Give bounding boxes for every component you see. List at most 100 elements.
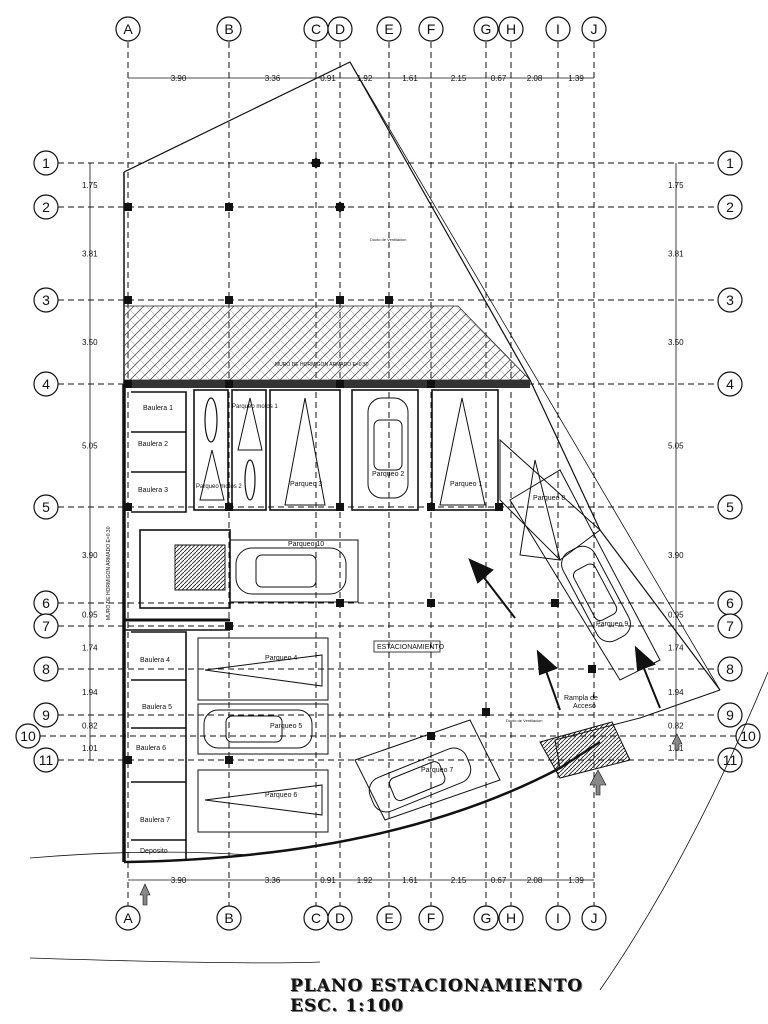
grid-bubble-top-g-text: G bbox=[481, 21, 492, 37]
column-25 bbox=[482, 708, 490, 716]
grid-bubble-right-6-text: 6 bbox=[726, 595, 734, 611]
grid-bubble-left-1: 1 bbox=[33, 150, 59, 176]
parqueo-2-label: Parqueo 2 bbox=[372, 471, 404, 478]
dim-h-bottom-3: 1.92 bbox=[357, 876, 373, 885]
grid-bubble-left-6: 6 bbox=[33, 590, 59, 616]
dim-v-left-9: 1.01 bbox=[82, 744, 98, 753]
baulera-1-label: Baulera 1 bbox=[143, 405, 173, 412]
column-23 bbox=[225, 756, 233, 764]
grid-bubble-right-2-text: 2 bbox=[726, 199, 734, 215]
deposito-label: Deposito bbox=[140, 848, 168, 855]
grid-bubble-bottom-g: G bbox=[473, 905, 499, 931]
dim-h-bottom-1: 3.36 bbox=[265, 876, 281, 885]
dim-h-top-0: 3.90 bbox=[171, 74, 187, 83]
grid-bubble-right-2: 2 bbox=[717, 194, 743, 220]
grid-bubble-bottom-h: H bbox=[498, 905, 524, 931]
grid-bubble-bottom-f: F bbox=[418, 905, 444, 931]
motorcycle-icons bbox=[204, 397, 256, 501]
dim-h-top-3: 1.92 bbox=[357, 74, 373, 83]
grid-bubble-bottom-b-text: B bbox=[224, 910, 233, 926]
dim-v-right-0: 1.75 bbox=[668, 181, 684, 190]
dim-h-bottom-4: 1.61 bbox=[402, 876, 418, 885]
parqueo-5-label: Parqueo 5 bbox=[270, 723, 302, 730]
dim-v-right-8: 0.82 bbox=[668, 722, 684, 731]
grid-bubble-bottom-a: A bbox=[115, 905, 141, 931]
grid-bubble-bottom-i: I bbox=[545, 905, 571, 931]
parqueo-6-label: Parqueo 6 bbox=[265, 792, 297, 799]
column-15 bbox=[427, 503, 435, 511]
dim-v-right-2: 3.50 bbox=[668, 338, 684, 347]
column-20 bbox=[225, 622, 233, 630]
grid-bubble-top-f: F bbox=[418, 16, 444, 42]
grid-bubble-bottom-c-text: C bbox=[311, 910, 321, 926]
grid-bubble-top-d-text: D bbox=[335, 21, 345, 37]
baulera-7-label: Baulera 7 bbox=[140, 817, 170, 824]
column-22 bbox=[124, 756, 132, 764]
stair bbox=[174, 544, 226, 591]
grid-bubble-left-10: 10 bbox=[15, 723, 41, 749]
column-7 bbox=[385, 296, 393, 304]
grid-bubble-bottom-g-text: G bbox=[481, 910, 492, 926]
grid-bubble-top-e: E bbox=[376, 16, 402, 42]
dim-v-right-7: 1.94 bbox=[668, 688, 684, 697]
grid-bubble-top-h-text: H bbox=[506, 21, 516, 37]
parking-bays bbox=[197, 397, 661, 833]
grid-bubble-right-1-text: 1 bbox=[726, 155, 734, 171]
plan-title-line1: PLANO ESTACIONAMIENTO bbox=[290, 976, 584, 996]
muro-label-h: MURO DE HORMIGON ARMADO E=0.30 bbox=[275, 362, 369, 368]
grid-bubble-right-10: 10 bbox=[735, 723, 761, 749]
grid-bubble-top-b: B bbox=[216, 16, 242, 42]
traffic-arrows bbox=[468, 558, 661, 711]
rampa-label-2: Acceso bbox=[573, 703, 596, 710]
grid-bubble-top-j-text: J bbox=[591, 21, 598, 37]
column-5 bbox=[225, 296, 233, 304]
grid-bubble-top-e-text: E bbox=[384, 21, 393, 37]
ducto-label-2: Ducto de Ventilacion bbox=[506, 718, 542, 723]
grid-bubble-bottom-h-text: H bbox=[506, 910, 516, 926]
dim-v-right-1: 3.81 bbox=[668, 250, 684, 259]
grid-bubble-left-4: 4 bbox=[33, 371, 59, 397]
parqueo-7-label: Parqueo 7 bbox=[421, 767, 453, 774]
dim-h-bottom-6: 0.67 bbox=[491, 876, 507, 885]
grid-bubble-left-11-text: 11 bbox=[39, 752, 54, 768]
grid-bubble-right-9: 9 bbox=[717, 702, 743, 728]
grid-bubble-left-2-text: 2 bbox=[42, 199, 50, 215]
parqueo-1-label: Parqueo 1 bbox=[450, 481, 482, 488]
grid-bubble-bottom-c: C bbox=[303, 905, 329, 931]
baulera-6-label: Baulera 6 bbox=[136, 745, 166, 752]
grid-bubble-right-5: 5 bbox=[717, 494, 743, 520]
grid-bubble-left-4-text: 4 bbox=[42, 376, 50, 392]
dim-v-left-0: 1.75 bbox=[82, 181, 98, 190]
dim-h-top-8: 1.39 bbox=[568, 74, 584, 83]
parqueo-motos-2-label: Parqueo motos 2 bbox=[196, 484, 242, 490]
grid-bubble-right-11-text: 11 bbox=[723, 752, 738, 768]
grid-bubble-top-g: G bbox=[473, 16, 499, 42]
column-9 bbox=[225, 380, 233, 388]
column-16 bbox=[495, 503, 503, 511]
grid-bubble-left-5: 5 bbox=[33, 494, 59, 520]
dim-h-bottom-8: 1.39 bbox=[568, 876, 584, 885]
dim-h-top-5: 2.15 bbox=[451, 74, 467, 83]
parqueo-9-label: Parqueo 9 bbox=[596, 621, 628, 628]
column-19 bbox=[551, 599, 559, 607]
muro-label-v: MURO DE HORMIGON ARMADO E=0.30 bbox=[106, 526, 112, 620]
grid-bubble-left-6-text: 6 bbox=[42, 595, 50, 611]
car-icons bbox=[203, 397, 631, 813]
parqueo-3-label: Parqueo 3 bbox=[290, 481, 322, 488]
grid-bubble-top-c-text: C bbox=[311, 21, 321, 37]
dim-h-top-1: 3.36 bbox=[265, 74, 281, 83]
dim-v-right-6: 1.74 bbox=[668, 644, 684, 653]
dim-h-top-2: 0.91 bbox=[320, 74, 336, 83]
dim-h-bottom-7: 2.08 bbox=[527, 876, 543, 885]
grid-bubble-left-3-text: 3 bbox=[42, 292, 50, 308]
column-4 bbox=[124, 296, 132, 304]
column-11 bbox=[427, 380, 435, 388]
column-18 bbox=[427, 599, 435, 607]
dim-v-left-1: 3.81 bbox=[82, 250, 98, 259]
grid-bubble-bottom-d: D bbox=[327, 905, 353, 931]
grid-bubble-bottom-f-text: F bbox=[427, 910, 436, 926]
grid-bubble-bottom-i-text: I bbox=[556, 910, 560, 926]
column-1 bbox=[124, 203, 132, 211]
parqueo-motos-1-label: Parqueo motos 1 bbox=[232, 404, 278, 410]
